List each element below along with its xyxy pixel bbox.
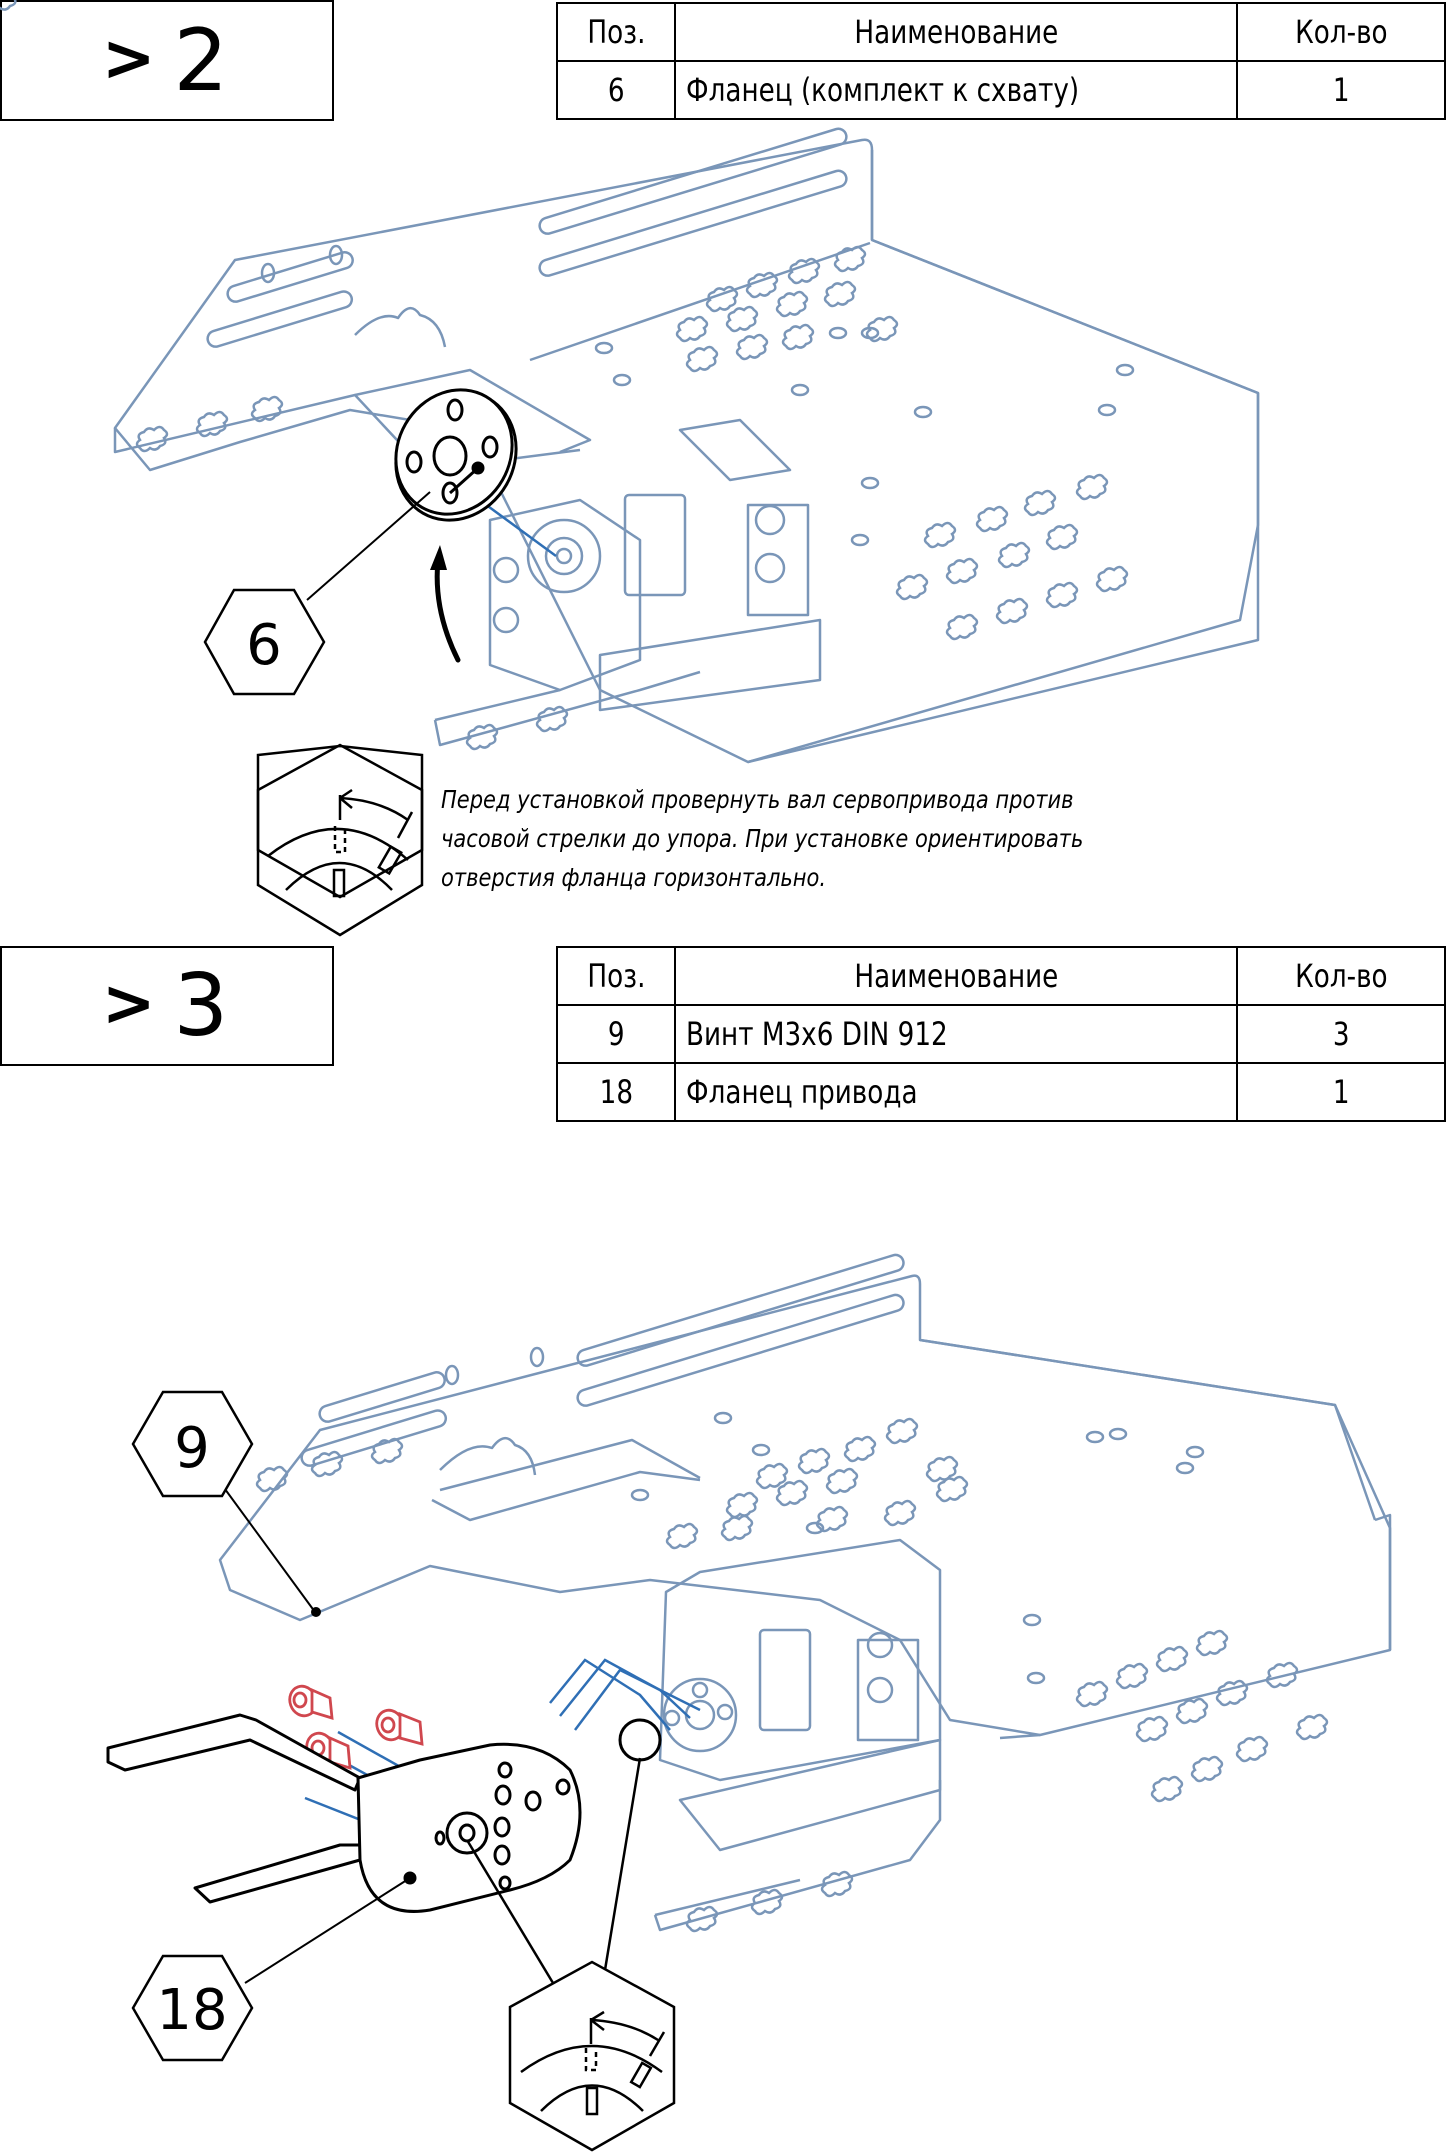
- detail-leader-line: [603, 1757, 642, 1971]
- parts-table: Поз. Наименование Кол-во 6 Фланец (компл…: [556, 2, 1446, 120]
- table-row: 6 Фланец (комплект к схвату) 1: [556, 60, 1446, 120]
- table-header-row: Поз. Наименование Кол-во: [556, 2, 1446, 62]
- callout-label: 9: [174, 1416, 210, 1481]
- header-qty: Кол-во: [1236, 946, 1446, 1006]
- cell-pos: 18: [556, 1062, 676, 1122]
- step-number-box: > 3: [0, 946, 334, 1066]
- screw: [375, 1708, 424, 1746]
- mounting-holes: [0, 0, 1135, 751]
- cell-pos: 6: [556, 60, 676, 120]
- callout-6: 6: [203, 491, 431, 696]
- parts-table: Поз. Наименование Кол-во 9 Винт M3x6 DIN…: [556, 946, 1446, 1122]
- screw: [288, 1684, 334, 1720]
- step-prefix: >: [101, 21, 160, 96]
- cell-name: Винт M3x6 DIN 912: [674, 1004, 1238, 1064]
- note-line: часовой стрелки до упора. При установке …: [441, 824, 1084, 853]
- cell-name: Фланец (комплект к схвату): [674, 60, 1238, 120]
- assembly-guide-lines: [304, 1658, 701, 1867]
- header-pos: Поз.: [556, 2, 676, 62]
- table-row: 9 Винт M3x6 DIN 912 3: [556, 1004, 1446, 1064]
- rotation-arrow-icon: [430, 545, 461, 663]
- callout-label: 6: [246, 613, 282, 678]
- note-line: отверстия фланца горизонтально.: [441, 863, 827, 892]
- screws-part-9: [288, 1684, 424, 1770]
- callout-9: 9: [131, 1390, 321, 1617]
- header-pos: Поз.: [556, 946, 676, 1006]
- chassis-frame: [218, 1253, 1392, 1932]
- cell-qty: 1: [1236, 1062, 1446, 1122]
- flange-part: [394, 388, 518, 522]
- servo-rotation-icon: [256, 743, 424, 937]
- screw: [305, 1731, 352, 1770]
- header-name: Наименование: [674, 946, 1238, 1006]
- assembly-note: Перед установкой провернуть вал сервопри…: [441, 780, 1083, 897]
- step-number-box: > 2: [0, 0, 334, 121]
- step-number: 2: [173, 10, 233, 111]
- cell-name: Фланец привода: [674, 1062, 1238, 1122]
- header-name: Наименование: [674, 2, 1238, 62]
- cell-pos: 9: [556, 1004, 676, 1064]
- cell-qty: 3: [1236, 1004, 1446, 1064]
- mounting-holes: [255, 1411, 1329, 1933]
- detail-leader-line: [465, 1839, 555, 1984]
- drive-flange-part: [106, 1713, 662, 1913]
- note-line: Перед установкой провернуть вал сервопри…: [441, 785, 1074, 814]
- header-qty: Кол-во: [1236, 2, 1446, 62]
- table-header-row: Поз. Наименование Кол-во: [556, 946, 1446, 1006]
- step2-illustration: 6: [0, 0, 1260, 937]
- step-number: 3: [173, 956, 233, 1056]
- servo-rotation-icon: [508, 1960, 676, 2152]
- table-row: 18 Фланец привода 1: [556, 1062, 1446, 1122]
- step-prefix: >: [101, 967, 160, 1041]
- callout-18: 18: [131, 1877, 411, 2062]
- callout-label: 18: [156, 1978, 227, 2043]
- cell-qty: 1: [1236, 60, 1446, 120]
